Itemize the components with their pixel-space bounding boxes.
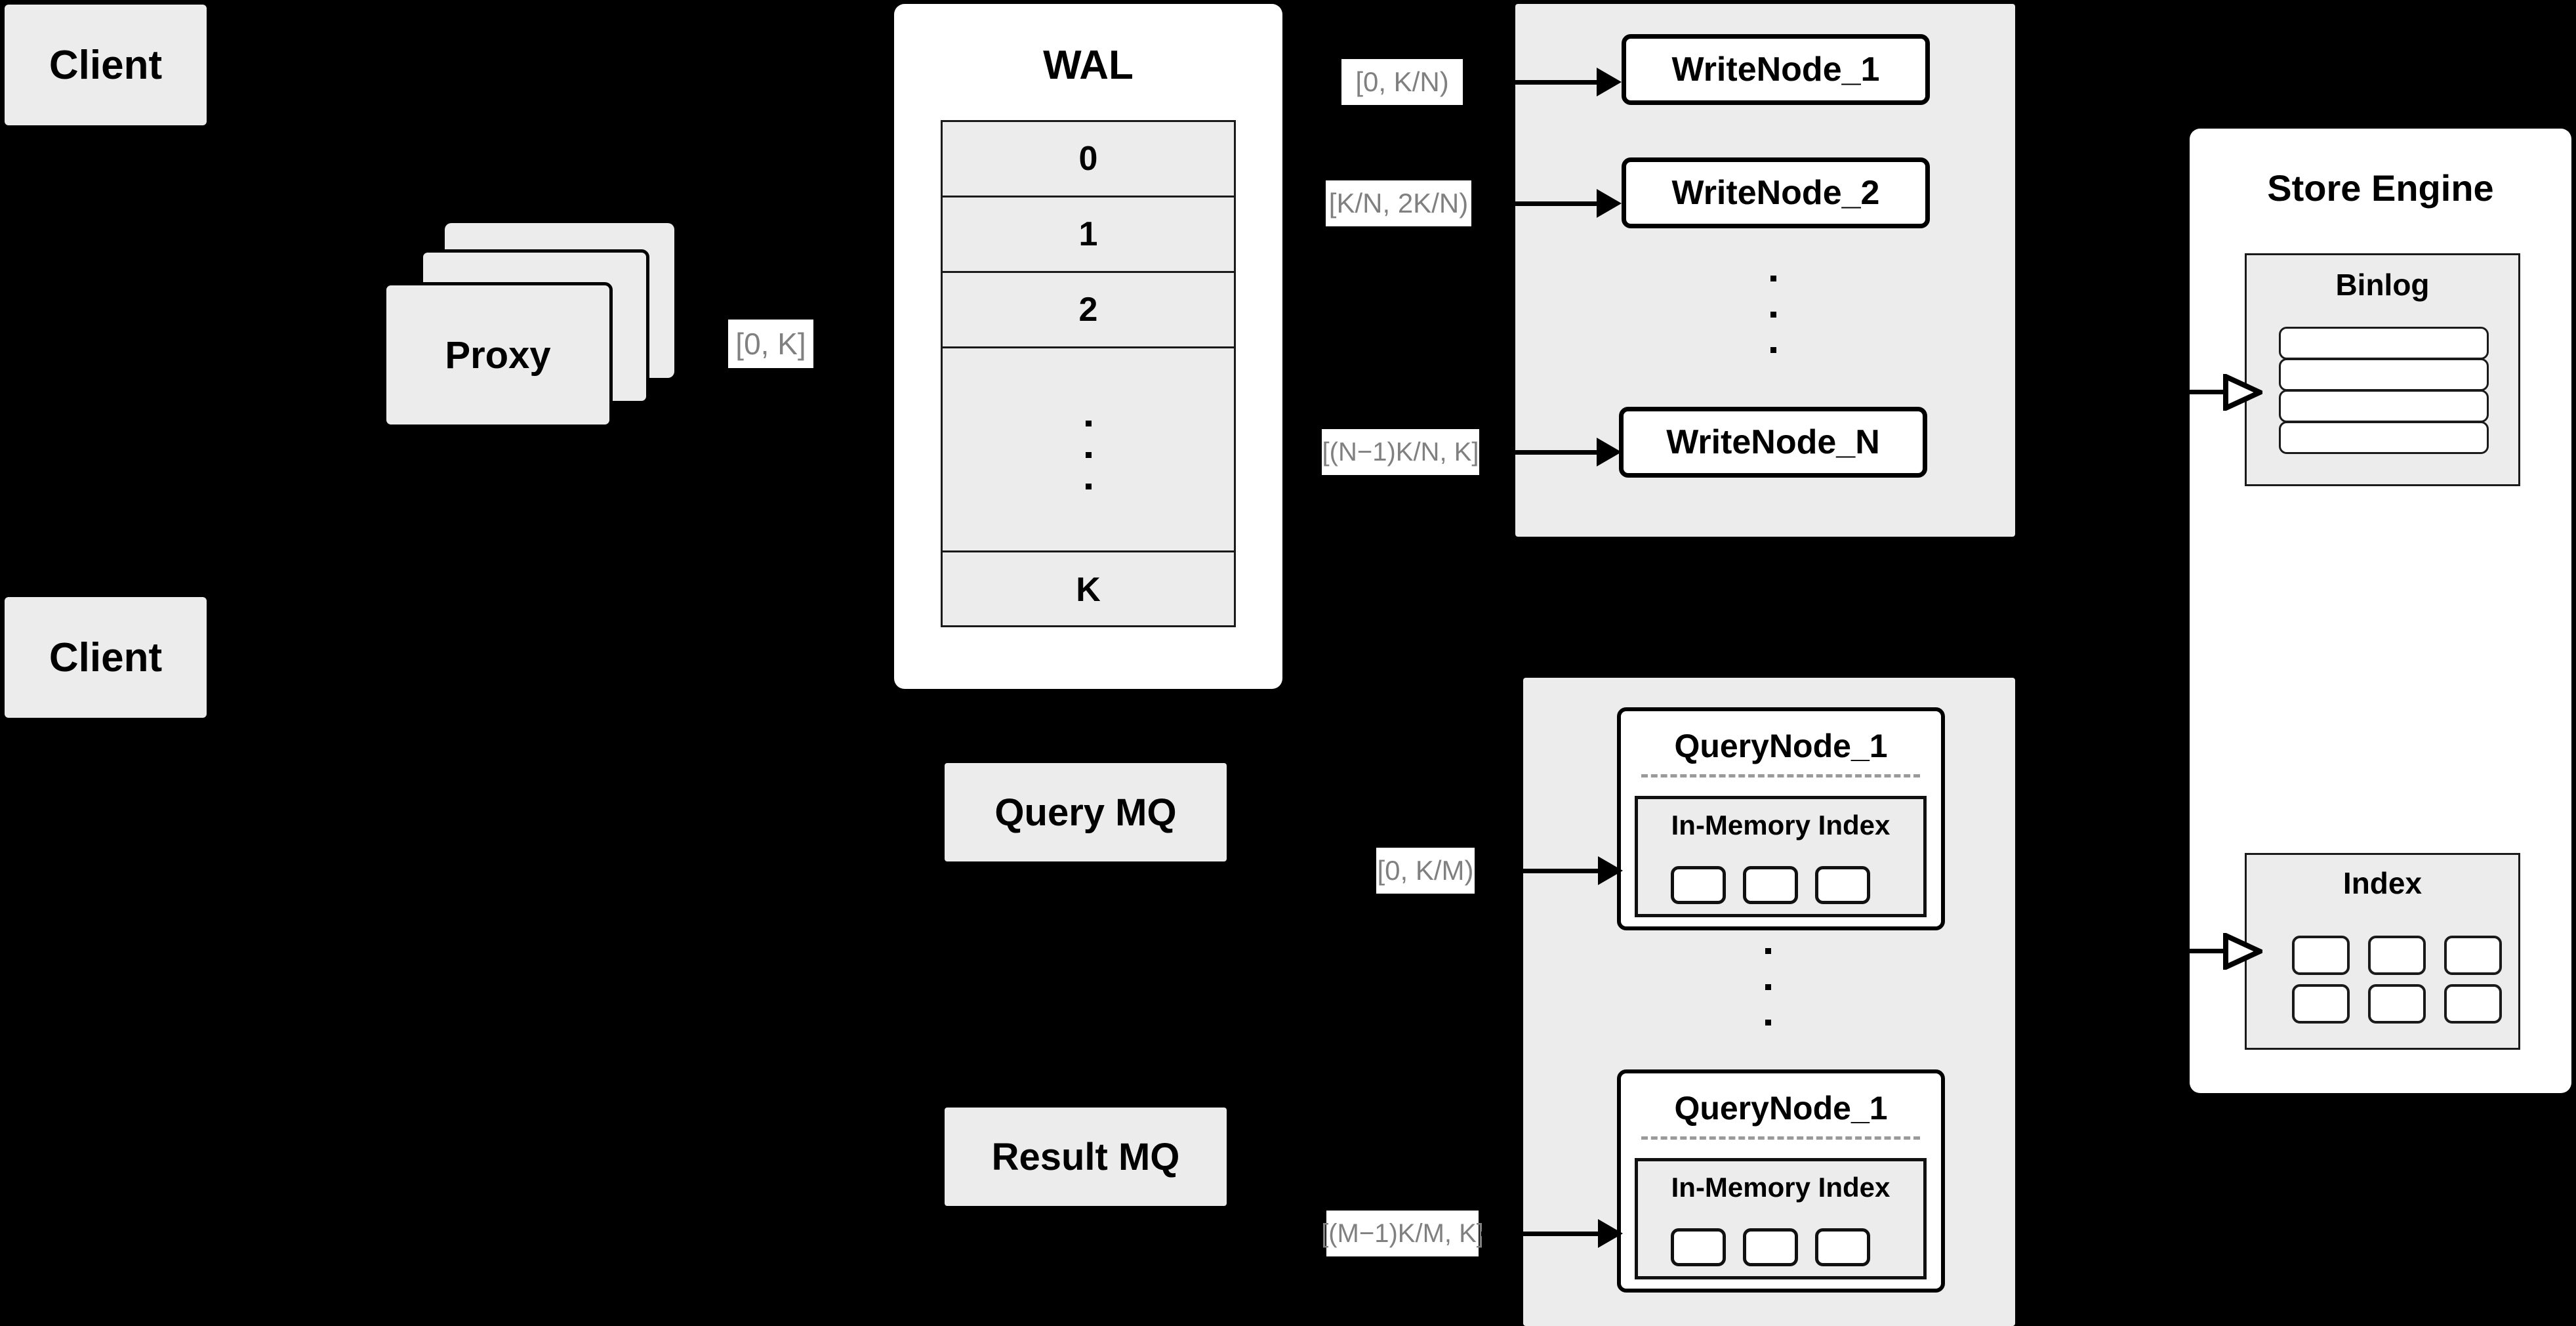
write-range-label-1: [0, K/N) bbox=[1341, 59, 1463, 105]
binlog-bar-4 bbox=[2279, 421, 2489, 454]
write-arrow-line-2 bbox=[1480, 201, 1598, 206]
client-box-1[interactable]: Client bbox=[5, 5, 207, 125]
wal-cell-k: K bbox=[1076, 571, 1101, 609]
result-mq-label: Result MQ bbox=[991, 1135, 1180, 1178]
query-node-1-separator bbox=[1641, 774, 1920, 777]
query-range-label-2: [(M−1)K/M, K] bbox=[1321, 1211, 1484, 1256]
wal-cell-0: 0 bbox=[1078, 140, 1098, 178]
query-arrow-line-2 bbox=[1481, 1232, 1599, 1236]
write-node-2[interactable]: WriteNode_2 bbox=[1622, 157, 1930, 228]
query-node-1-inmemory-cell-1 bbox=[1671, 866, 1726, 904]
write-node-1-label: WriteNode_1 bbox=[1671, 51, 1880, 89]
index-cell-6 bbox=[2444, 984, 2502, 1024]
write-arrow-head-2 bbox=[1597, 189, 1622, 218]
query-node-1-inmemory-cell-3 bbox=[1815, 866, 1870, 904]
write-node-n-label: WriteNode_N bbox=[1666, 423, 1880, 461]
binlog-bar-1 bbox=[2279, 327, 2489, 360]
index-title: Index bbox=[2342, 866, 2423, 900]
write-range-text-1: [0, K/N) bbox=[1355, 66, 1449, 97]
wal-row-k: K bbox=[943, 552, 1234, 627]
wal-row-ellipsis bbox=[943, 348, 1234, 552]
write-range-label-2: [K/N, 2K/N) bbox=[1326, 180, 1471, 226]
proxy-range-text: [0, K] bbox=[735, 327, 806, 361]
query-range-text-1: [0, K/M) bbox=[1377, 855, 1474, 886]
wal-table: 0 1 2 K bbox=[941, 120, 1236, 627]
binlog-arrow-head bbox=[2223, 374, 2262, 411]
wal-ellipsis-dots bbox=[1086, 421, 1092, 489]
index-cell-3 bbox=[2444, 936, 2502, 975]
write-range-label-n: [(N−1)K/N, K] bbox=[1322, 429, 1479, 475]
wal-title: WAL bbox=[1043, 43, 1134, 88]
query-node-2-inmemory-title: In-Memory Index bbox=[1671, 1172, 1891, 1203]
write-arrow-head-n bbox=[1597, 438, 1622, 466]
write-range-text-2: [K/N, 2K/N) bbox=[1328, 188, 1469, 218]
write-node-1[interactable]: WriteNode_1 bbox=[1622, 34, 1930, 105]
wal-row-2: 2 bbox=[943, 273, 1234, 348]
write-cluster-ellipsis-dots bbox=[1770, 276, 1776, 353]
query-node-2-inmemory-cell-2 bbox=[1743, 1228, 1798, 1266]
client-label-1: Client bbox=[49, 42, 163, 88]
write-arrow-line-1 bbox=[1480, 80, 1598, 85]
query-arrow-head-1 bbox=[1598, 856, 1623, 885]
query-range-text-2: [(M−1)K/M, K] bbox=[1321, 1218, 1484, 1248]
query-node-2-label: QueryNode_1 bbox=[1674, 1090, 1888, 1127]
query-node-1-inmemory-title: In-Memory Index bbox=[1671, 810, 1891, 840]
query-cluster-ellipsis-dots bbox=[1765, 948, 1771, 1026]
write-node-2-label: WriteNode_2 bbox=[1671, 174, 1880, 212]
query-node-2-inmemory-cell-1 bbox=[1671, 1228, 1726, 1266]
binlog-arrow-line bbox=[2190, 390, 2228, 394]
index-cell-1 bbox=[2292, 936, 2350, 975]
wal-cell-1: 1 bbox=[1078, 215, 1098, 253]
query-range-label-1: [0, K/M) bbox=[1376, 848, 1475, 894]
proxy-label: Proxy bbox=[445, 333, 551, 377]
query-arrow-line-1 bbox=[1481, 869, 1599, 873]
result-mq-box[interactable]: Result MQ bbox=[945, 1108, 1227, 1206]
query-mq-box[interactable]: Query MQ bbox=[945, 763, 1227, 861]
write-node-n[interactable]: WriteNode_N bbox=[1619, 407, 1927, 478]
write-arrow-head-1 bbox=[1597, 68, 1622, 96]
query-node-2-separator bbox=[1641, 1136, 1920, 1140]
wal-row-0: 0 bbox=[943, 122, 1234, 197]
write-arrow-line-n bbox=[1480, 450, 1598, 455]
proxy-range-label: [0, K] bbox=[728, 320, 813, 368]
index-cell-4 bbox=[2292, 984, 2350, 1024]
client-box-2[interactable]: Client bbox=[5, 597, 207, 718]
index-cell-5 bbox=[2368, 984, 2426, 1024]
proxy-box[interactable]: Proxy bbox=[383, 282, 613, 428]
wal-cell-2: 2 bbox=[1078, 291, 1098, 329]
index-arrow-head bbox=[2223, 933, 2262, 970]
index-arrow-line bbox=[2190, 949, 2228, 953]
store-engine-title: Store Engine bbox=[2267, 167, 2494, 209]
query-node-1-inmemory-cell-2 bbox=[1743, 866, 1798, 904]
binlog-bar-2 bbox=[2279, 358, 2489, 391]
query-mq-label: Query MQ bbox=[994, 791, 1177, 834]
wal-row-1: 1 bbox=[943, 197, 1234, 273]
query-arrow-head-2 bbox=[1598, 1219, 1623, 1248]
binlog-bar-3 bbox=[2279, 390, 2489, 423]
client-label-2: Client bbox=[49, 634, 163, 680]
index-cell-2 bbox=[2368, 936, 2426, 975]
query-node-2-inmemory-cell-3 bbox=[1815, 1228, 1870, 1266]
query-node-1-label: QueryNode_1 bbox=[1674, 728, 1888, 764]
write-range-text-n: [(N−1)K/N, K] bbox=[1322, 437, 1479, 466]
binlog-title: Binlog bbox=[2335, 268, 2430, 302]
